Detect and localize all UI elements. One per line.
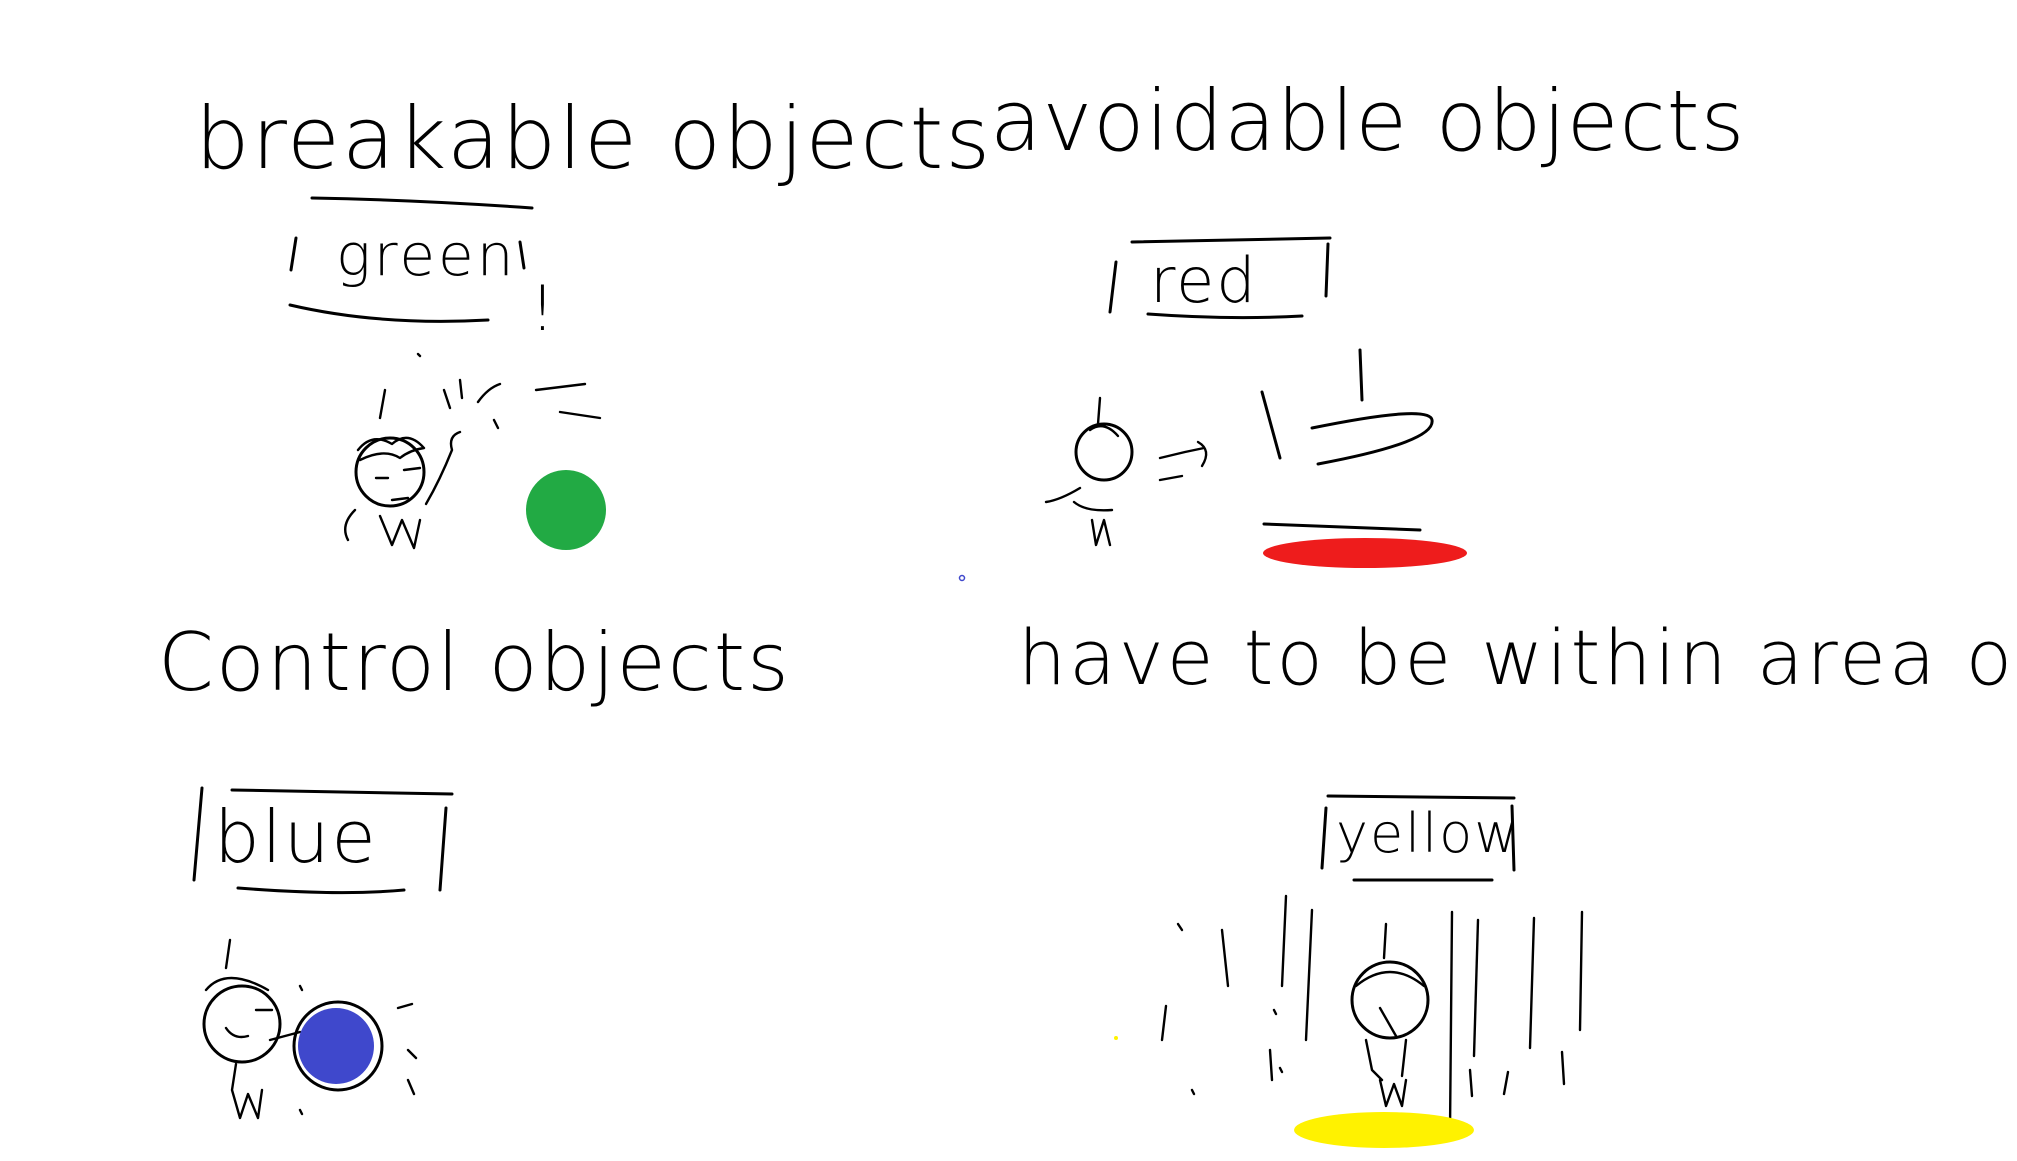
- yellow-label: yellow: [1336, 802, 1520, 865]
- red-label-box: red: [1108, 236, 1332, 320]
- green-label: green: [336, 221, 517, 289]
- area-section: have to be within area object yellow: [1018, 613, 2017, 1148]
- blue-object-outline: [292, 1000, 384, 1092]
- avoidable-section: avoidable objects red: [990, 72, 1745, 568]
- blue-label: blue: [214, 795, 378, 879]
- green-object: [526, 470, 606, 550]
- avoidable-title: avoidable objects: [990, 72, 1745, 170]
- green-label-box: green !: [288, 221, 555, 345]
- punching-figure: [344, 352, 602, 550]
- barrier-lines: [1160, 894, 1584, 1132]
- exclaim-mark: !: [530, 272, 555, 345]
- yellow-object: [1294, 1112, 1474, 1148]
- flying-object: [1260, 348, 1434, 532]
- stray-dot: [958, 574, 966, 582]
- red-label: red: [1150, 244, 1258, 317]
- blue-label-box: blue: [192, 786, 454, 895]
- control-title: Control objects: [158, 616, 791, 709]
- controlling-figure: [202, 938, 418, 1120]
- breakable-section: breakable objects green !: [195, 89, 992, 550]
- breakable-title-underline: [310, 196, 534, 210]
- dodging-figure: [1044, 396, 1208, 547]
- yellow-label-box: yellow: [1320, 794, 1520, 882]
- control-section: Control objects blue: [158, 616, 791, 1120]
- yellow-dot: [1114, 1036, 1118, 1040]
- standing-figure: [1350, 922, 1430, 1108]
- breakable-title: breakable objects: [195, 89, 992, 189]
- red-object: [1263, 538, 1467, 568]
- blue-object: [298, 1008, 374, 1084]
- area-title: have to be within area object: [1018, 613, 2017, 702]
